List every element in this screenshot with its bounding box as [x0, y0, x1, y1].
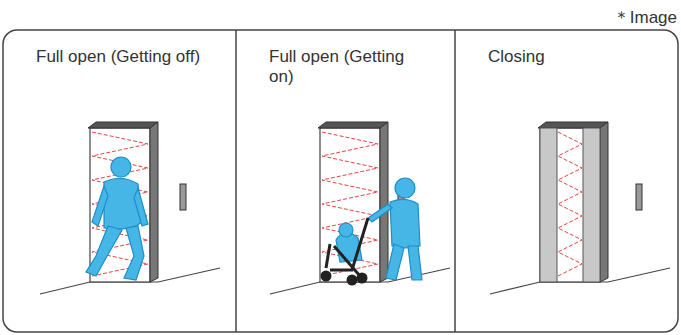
door-jamb: [380, 122, 388, 282]
door-jamb: [600, 122, 608, 282]
panel: Full open (Getting on): [236, 30, 455, 87]
divider: [235, 30, 237, 332]
door-leaf: [540, 128, 557, 282]
person-getting-off: [86, 157, 148, 280]
panel: Closing: [455, 30, 678, 67]
door-lintel: [88, 122, 158, 128]
divider: [454, 30, 456, 332]
door-lintel: [538, 122, 608, 128]
stroller: [322, 218, 368, 284]
light-curtain: [558, 132, 582, 276]
doors: [40, 122, 670, 294]
light-curtain: [322, 132, 378, 276]
call-button: [180, 184, 186, 210]
door-opening: [320, 128, 380, 282]
image-note: ＊Image: [613, 6, 677, 29]
panel: Full open (Getting off): [3, 30, 236, 67]
door-opening: [540, 128, 600, 282]
door-lintel: [318, 122, 388, 128]
outer-frame: [3, 30, 678, 332]
panel-heading: Full open (Getting on): [269, 47, 428, 87]
call-button: [636, 184, 642, 210]
panel-heading: Closing: [488, 47, 651, 67]
panel-heading: Full open (Getting off): [36, 47, 209, 67]
door-leaf: [583, 128, 600, 282]
door-jamb: [150, 122, 158, 282]
